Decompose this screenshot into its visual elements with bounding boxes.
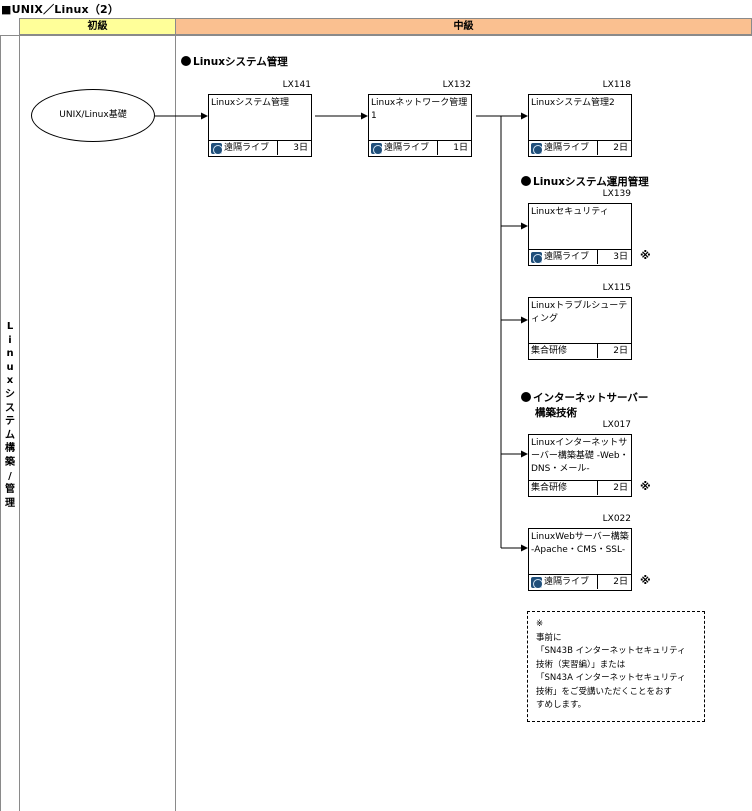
note-line: 「SN43A インターネットセキュリティ bbox=[536, 673, 686, 683]
course-format-label: 遠隔ライブ bbox=[384, 143, 430, 153]
note-line: 技術（実習編）」または bbox=[536, 659, 626, 670]
course-box-lx017[interactable]: Linuxインターネットサーバー構築基礎 -Web・DNS・メール- 集合研修 2日 bbox=[528, 434, 632, 497]
note-line: 技術」をご受講いただくことをおす bbox=[536, 686, 673, 697]
section-internet: インターネットサーバー 構築技術 bbox=[521, 391, 648, 421]
course-format: 集合研修 bbox=[531, 344, 567, 358]
note-line: 「SN43B インターネットセキュリティ bbox=[536, 646, 686, 656]
course-format: 遠隔ライブ bbox=[371, 141, 429, 155]
section-internet-label-1: インターネットサーバー bbox=[533, 392, 649, 404]
course-box-lx115[interactable]: Linuxトラブルシューティング集合研修 2日 bbox=[528, 297, 632, 360]
course-code: LX118 bbox=[602, 80, 631, 90]
section-internet-label-2: 構築技術 bbox=[535, 407, 577, 419]
bullet-icon bbox=[521, 392, 531, 402]
header-divider bbox=[0, 35, 752, 36]
course-format-label: 遠隔ライブ bbox=[224, 143, 270, 153]
course-footer: 遠隔ライブ 2日 bbox=[529, 140, 631, 156]
course-title: Linuxトラブルシューティング bbox=[531, 301, 628, 324]
course-format: 遠隔ライブ bbox=[211, 141, 269, 155]
course-footer: 集合研修 2日 bbox=[529, 480, 631, 496]
prerequisite-mark: ※ bbox=[640, 574, 651, 587]
course-format: 集合研修 bbox=[531, 481, 567, 495]
course-title: Linuxネットワーク管理1 bbox=[371, 98, 468, 121]
course-title: LinuxWebサーバー構築 -Apache・CMS・SSL- bbox=[531, 532, 629, 555]
header-beginner: 初級 bbox=[19, 18, 176, 35]
course-days: 3日 bbox=[277, 141, 311, 155]
course-footer: 遠隔ライブ 1日 bbox=[369, 140, 471, 156]
remote-live-icon bbox=[531, 251, 542, 263]
course-format-label: 遠隔ライブ bbox=[544, 252, 590, 262]
note-mark: ※ bbox=[536, 619, 544, 629]
course-format: 遠隔ライブ bbox=[531, 141, 589, 155]
course-days: 2日 bbox=[597, 575, 631, 589]
course-footer: 遠隔ライブ 3日 bbox=[209, 140, 311, 156]
course-title: Linuxインターネットサーバー構築基礎 -Web・DNS・メール- bbox=[531, 438, 629, 474]
note-line: すめします。 bbox=[536, 700, 587, 710]
course-code: LX022 bbox=[602, 514, 631, 524]
bullet-icon bbox=[181, 56, 191, 66]
intermediate-column-border bbox=[175, 35, 176, 811]
course-box-lx139[interactable]: Linuxセキュリティ遠隔ライブ 3日 bbox=[528, 203, 632, 266]
course-footer: 遠隔ライブ 2日 bbox=[529, 574, 631, 590]
bullet-icon bbox=[521, 176, 531, 186]
course-days: 2日 bbox=[597, 141, 631, 155]
course-code: LX139 bbox=[602, 189, 631, 199]
course-format: 遠隔ライブ bbox=[531, 250, 589, 264]
section-sysadmin: Linuxシステム管理 bbox=[181, 54, 288, 69]
course-days: 2日 bbox=[597, 481, 631, 495]
course-box-lx022[interactable]: LinuxWebサーバー構築 -Apache・CMS・SSL- 遠隔ライブ 2日 bbox=[528, 528, 632, 591]
course-format-label: 遠隔ライブ bbox=[544, 143, 590, 153]
course-format: 遠隔ライブ bbox=[531, 575, 589, 589]
prerequisite-mark: ※ bbox=[640, 480, 651, 493]
course-title: Linuxシステム管理 bbox=[211, 98, 289, 108]
section-sysadmin-label: Linuxシステム管理 bbox=[193, 56, 288, 68]
section-ops-label: Linuxシステム運用管理 bbox=[533, 176, 649, 188]
prerequisite-mark: ※ bbox=[640, 249, 651, 262]
side-column-border bbox=[0, 35, 1, 811]
course-days: 3日 bbox=[597, 250, 631, 264]
course-title: Linuxシステム管理2 bbox=[531, 98, 615, 108]
section-ops: Linuxシステム運用管理 bbox=[521, 174, 649, 189]
beginner-column-border bbox=[19, 35, 20, 811]
course-box-lx118[interactable]: Linuxシステム管理2 遠隔ライブ 2日 bbox=[528, 94, 632, 157]
course-box-lx141[interactable]: Linuxシステム管理遠隔ライブ 3日 bbox=[208, 94, 312, 157]
start-node-unix-linux-basics: UNIX/Linux基礎 bbox=[31, 89, 155, 142]
course-footer: 集合研修 2日 bbox=[529, 343, 631, 359]
remote-live-icon bbox=[531, 576, 542, 588]
course-footer: 遠隔ライブ 3日 bbox=[529, 249, 631, 265]
course-format-label: 集合研修 bbox=[531, 483, 568, 493]
course-format-label: 集合研修 bbox=[531, 346, 568, 356]
course-code: LX132 bbox=[442, 80, 471, 90]
course-code: LX115 bbox=[602, 283, 631, 293]
course-code: LX017 bbox=[602, 420, 631, 430]
header-intermediate: 中級 bbox=[175, 18, 752, 35]
prerequisite-note: ※ 事前に「SN43B インターネットセキュリティ技術（実習編）」または「SN4… bbox=[527, 611, 705, 722]
page-title: ■UNIX／Linux（2） bbox=[1, 3, 120, 16]
remote-live-icon bbox=[371, 142, 382, 154]
course-code: LX141 bbox=[282, 80, 311, 90]
course-box-lx132[interactable]: Linuxネットワーク管理1 遠隔ライブ 1日 bbox=[368, 94, 472, 157]
note-line: 事前に bbox=[536, 632, 562, 643]
course-days: 2日 bbox=[597, 344, 631, 358]
course-days: 1日 bbox=[437, 141, 471, 155]
remote-live-icon bbox=[211, 142, 222, 154]
remote-live-icon bbox=[531, 142, 542, 154]
course-format-label: 遠隔ライブ bbox=[544, 577, 590, 587]
course-title: Linuxセキュリティ bbox=[531, 207, 609, 217]
